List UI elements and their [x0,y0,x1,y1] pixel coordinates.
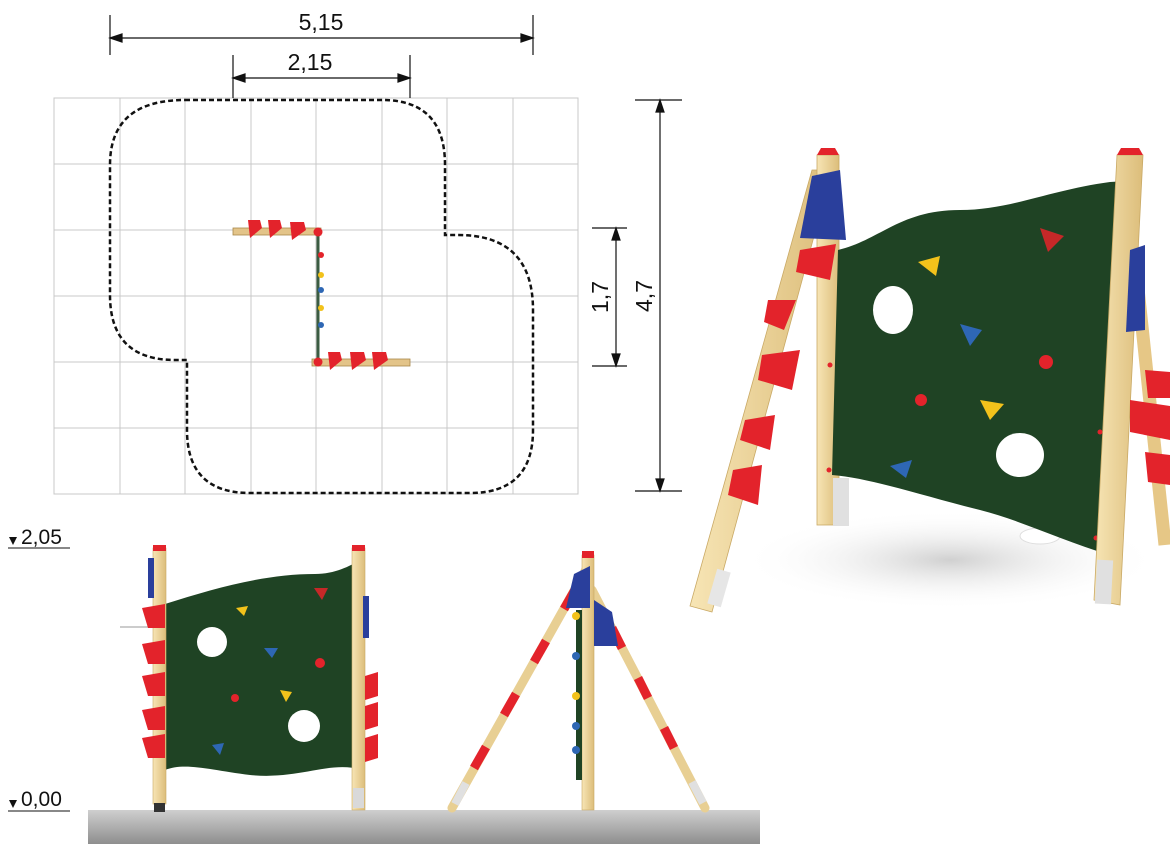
safety-zone-outline [108,98,535,495]
dimension-depth-module [592,226,627,368]
perspective-render [689,148,1170,613]
render-climbing-panel [832,181,1137,555]
dimension-width-module-label: 2,15 [288,49,333,75]
dimension-depth-module-label: 1,7 [587,281,613,313]
side-elevation [447,551,710,813]
level-markers: 2,05 0,00 [8,526,170,812]
front-elevation [142,545,378,812]
level-top-label: 2,05 [21,526,62,549]
dimension-depth-total [635,98,682,493]
dimension-depth-total-label: 4,7 [631,280,657,312]
dimension-width-total [108,15,535,55]
level-ground-label: 0,00 [21,788,62,811]
plan-structure [232,220,411,370]
level-ground-marker-icon [9,800,17,808]
dimension-width-module [231,55,412,98]
dimension-width-total-label: 5,15 [299,9,344,35]
plan-grid [53,97,579,495]
front-climbing-panel [165,560,362,776]
plan-view: 5,15 2,15 1,7 4,7 [53,9,682,495]
level-top-marker-icon [9,537,17,545]
ground-strip [88,810,760,844]
front-right-post [351,547,366,811]
